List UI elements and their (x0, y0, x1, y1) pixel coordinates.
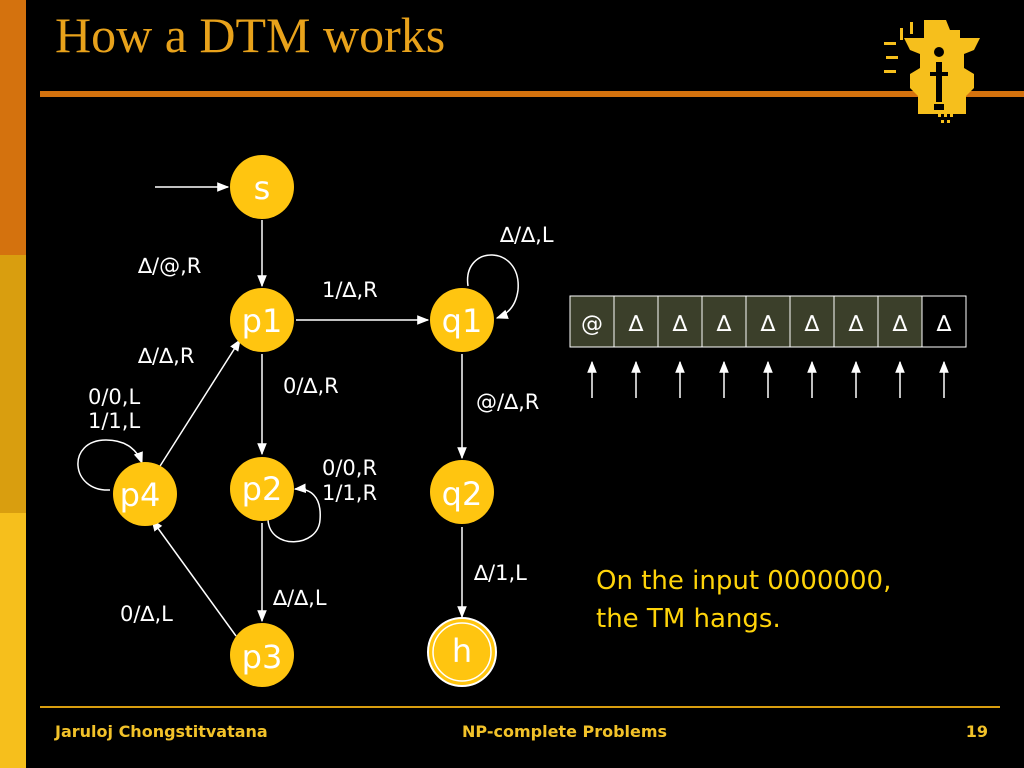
state-q2 (430, 460, 494, 524)
label-p2-loop-a: 0/0,R (322, 456, 377, 480)
footer-divider (40, 706, 1000, 708)
tape-symbol: ∆ (628, 312, 644, 337)
tape-cell (877, 295, 923, 348)
page-number: 19 (965, 722, 988, 741)
label-p2-loop-b: 1/1,R (322, 481, 377, 505)
tape-symbol: ∆ (672, 312, 688, 337)
tape-symbol: ∆ (760, 312, 776, 337)
state-q2-label: q2 (442, 475, 483, 513)
tape-cell (613, 295, 659, 348)
state-p2-label: p2 (242, 470, 283, 508)
state-p3-label: p3 (242, 638, 283, 676)
hang-note-line-2: the TM hangs. (596, 603, 781, 634)
edge-p3-p4 (151, 519, 237, 637)
tape-cell (789, 295, 835, 348)
footer-course: NP-complete Problems (462, 722, 668, 741)
state-h-label: h (452, 632, 472, 670)
label-q1-q2: @/∆,R (476, 390, 539, 414)
label-p4-loop-a: 0/0,L (88, 385, 140, 409)
state-s-label: s (254, 169, 271, 207)
logo-icon (884, 20, 980, 123)
hang-note-line-1: On the input 0000000, (596, 566, 892, 596)
edge-p4-p1 (154, 338, 241, 475)
tape-cell (833, 295, 879, 348)
label-p1-p2: 0/∆,R (283, 374, 339, 398)
tape-cell (569, 295, 615, 348)
label-q1-loop: ∆/∆,L (499, 223, 554, 247)
label-p1-q1: 1/∆,R (322, 278, 378, 302)
sidebar-band-yellow (0, 513, 26, 768)
tape-cell (701, 295, 747, 348)
hang-note: On the input 0000000, the TM hangs. (596, 563, 891, 638)
label-q2-h: ∆/1,L (473, 561, 527, 585)
state-p4-label: p4 (120, 476, 161, 514)
state-p4 (113, 462, 177, 526)
page-title: How a DTM works (55, 7, 446, 63)
state-p1 (230, 288, 294, 352)
footer-author: Jaruloj Chongstitvatana (55, 722, 268, 741)
title-divider (40, 91, 1024, 97)
state-s (230, 155, 294, 219)
state-q1 (430, 288, 494, 352)
state-h (432, 622, 492, 682)
tape-cell (657, 295, 703, 348)
state-p2 (230, 457, 294, 521)
edge-q1-loop (466, 254, 519, 319)
label-p3-p4: 0/∆,L (120, 602, 173, 626)
sidebar-band-orange (0, 0, 26, 255)
state-q1-label: q1 (442, 302, 483, 340)
tape: @ ∆ ∆ ∆ ∆ ∆ ∆ ∆ ∆ (569, 295, 967, 398)
edge-p2-loop (267, 483, 321, 543)
label-p4-loop-b: 1/1,L (88, 409, 140, 433)
label-p2-p3: ∆/∆,L (272, 586, 327, 610)
tape-symbol: ∆ (848, 312, 864, 337)
label-p4-p1: ∆/∆,R (137, 344, 194, 368)
tape-symbol: ∆ (936, 312, 952, 337)
state-p3 (230, 623, 294, 687)
tape-symbol: @ (581, 312, 603, 337)
tape-symbol: ∆ (804, 312, 820, 337)
tape-symbol: ∆ (716, 312, 732, 337)
sidebar-band-gold (0, 255, 26, 513)
tape-symbol: ∆ (892, 312, 908, 337)
tape-cell (921, 295, 967, 348)
label-s-p1: ∆/@,R (137, 254, 201, 278)
edge-p4-loop (77, 439, 143, 491)
state-p1-label: p1 (242, 302, 283, 340)
